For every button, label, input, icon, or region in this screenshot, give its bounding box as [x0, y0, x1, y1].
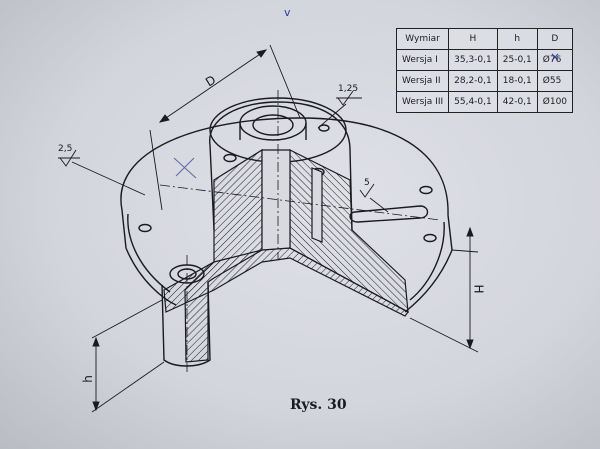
- figure-caption: Rys. 30: [290, 397, 347, 413]
- row-h: 42-0,1: [496, 91, 538, 113]
- dimension-label-h: h: [80, 375, 95, 383]
- roughness-label-slot: 5: [364, 178, 370, 188]
- section-base: [163, 247, 409, 317]
- header-h: h: [496, 28, 538, 50]
- pen-mark-top: v: [284, 6, 291, 19]
- roughness-label-left: 2,5: [58, 144, 73, 154]
- row-D: Ø100: [536, 91, 574, 113]
- row-H: 35,3-0,1: [448, 49, 498, 71]
- row-D: Ø55: [536, 70, 574, 92]
- roughness-label-top: 1,25: [338, 84, 359, 94]
- table-row: Wersja I 35,3-0,1 25-0,1 Ø76: [395, 49, 574, 71]
- table-header-row: Wymiar H h D: [395, 28, 574, 50]
- hub-bore: [252, 114, 294, 136]
- header-wymiar: Wymiar: [395, 28, 450, 50]
- header-D: D: [536, 28, 574, 50]
- table-row: Wersja II 28,2-0,1 18-0,1 Ø55: [395, 70, 574, 92]
- row-h: 25-0,1: [496, 49, 538, 71]
- pen-mark-table: ×: [550, 50, 561, 64]
- dimension-table: Wymiar H h D Wersja I 35,3-0,1 25-0,1 Ø7…: [395, 28, 574, 113]
- row-version: Wersja III: [395, 91, 450, 113]
- base-disc-rim-right: [404, 214, 453, 313]
- table-row: Wersja III 55,4-0,1 42-0,1 Ø100: [395, 91, 574, 113]
- row-version: Wersja I: [395, 49, 450, 71]
- dimension-label-H: H: [471, 284, 486, 294]
- row-h: 18-0,1: [496, 70, 538, 92]
- bore-section: [261, 149, 291, 251]
- header-H: H: [448, 28, 498, 50]
- row-H: 55,4-0,1: [448, 91, 498, 113]
- row-version: Wersja II: [395, 70, 450, 92]
- row-H: 28,2-0,1: [448, 70, 498, 92]
